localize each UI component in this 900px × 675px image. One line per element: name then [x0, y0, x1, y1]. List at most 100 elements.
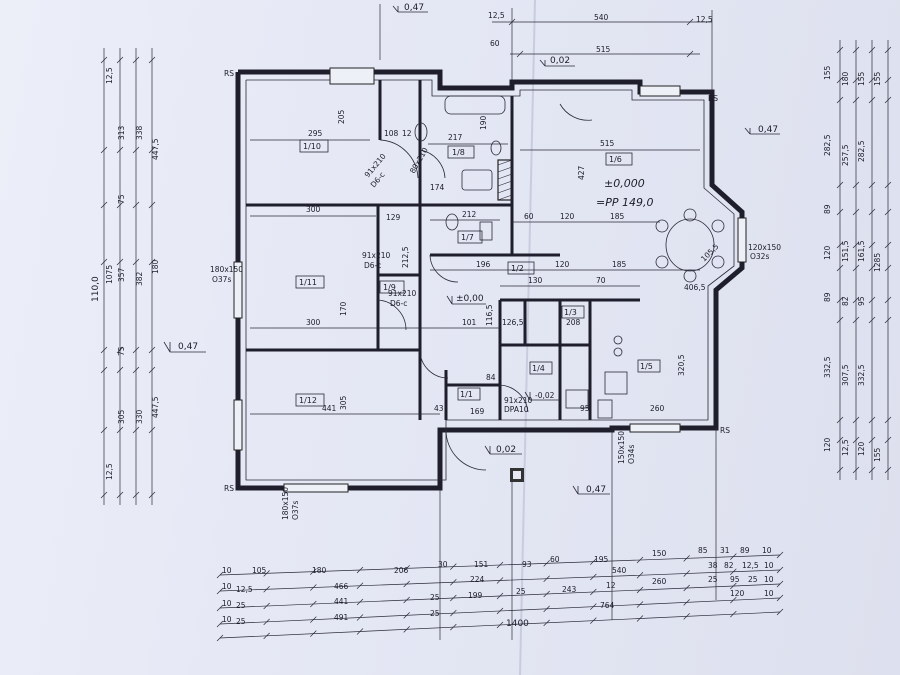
dim-text: 427 — [577, 165, 586, 180]
opening-codes: 91x210 D6-c 80x210 91x210 D6-c 91x210 D6… — [210, 146, 781, 520]
dimension-line — [403, 612, 410, 619]
room-label-1-4: 1/4 — [532, 364, 545, 373]
dimension-line — [496, 561, 504, 569]
dim-right: 95 — [857, 296, 866, 306]
dimension-line — [636, 601, 644, 608]
dim-left: 338 — [135, 125, 144, 140]
dim-left: 447,5 — [151, 396, 160, 418]
dim-right: 89 — [823, 292, 832, 302]
window-code: 180x150 — [210, 265, 243, 274]
dim-right: 180 — [841, 71, 850, 86]
dimension-lines — [100, 4, 892, 642]
room-label-1-2: 1/2 — [511, 264, 524, 273]
dim-b1: 89 — [740, 546, 750, 555]
dimension-line — [263, 602, 270, 610]
dimension-line — [730, 596, 737, 604]
dimension-line — [884, 46, 892, 54]
dimension-line — [836, 296, 844, 304]
dim-text: 300 — [306, 205, 321, 214]
dimension-line — [730, 582, 737, 590]
dimension-line — [116, 366, 124, 374]
dimension-line — [148, 258, 156, 266]
window-type: O34s — [627, 445, 636, 464]
dimension-line — [730, 610, 737, 618]
dimension-line — [683, 584, 690, 592]
dimension-line — [884, 436, 892, 444]
dim-b2: 12,5 — [236, 585, 253, 594]
dimension-line — [590, 573, 597, 581]
dimension-line — [852, 264, 860, 272]
dim-right: 155 — [823, 65, 832, 80]
level-bottom-right: 0,47 — [586, 485, 606, 495]
dimension-line — [310, 630, 317, 637]
dim-b1: 206 — [394, 566, 409, 575]
dimension-line — [450, 563, 457, 570]
dim-text: 260 — [650, 404, 665, 413]
dim-b1: 31 — [720, 546, 730, 555]
dim-b2: 224 — [470, 575, 485, 584]
dimension-line — [683, 613, 690, 620]
dimension-line — [310, 584, 317, 591]
dim-text: 101 — [462, 318, 477, 327]
dim-text: 441 — [322, 404, 337, 413]
door-swings — [377, 103, 593, 471]
dimension-line — [356, 598, 364, 606]
level-left: 0,47 — [178, 342, 198, 352]
dimension-line — [216, 634, 224, 642]
dimension-line — [263, 618, 270, 626]
dimension-line — [100, 201, 108, 209]
dimension-line — [776, 594, 784, 602]
dimension-line — [852, 416, 860, 424]
dim-text: 185 — [610, 212, 625, 221]
dimension-line — [884, 466, 892, 474]
dimension-line — [852, 76, 860, 84]
dim-b4: 25 — [236, 617, 246, 626]
dimension-line — [543, 605, 550, 613]
dimension-line — [868, 46, 876, 54]
dim-text: 60 — [524, 212, 534, 221]
dim-b2: 10 — [222, 582, 232, 591]
dimension-line — [884, 316, 892, 324]
dimension-line — [496, 621, 504, 629]
dim-left: 382 — [135, 271, 144, 286]
dim-right: 282,5 — [857, 140, 866, 162]
room-labels: 1/10 1/11 1/12 1/8 1/7 1/9 1/6 1/2 1/3 1… — [295, 139, 661, 407]
left-dimension-chains: 110,0 313 75 357 75 305 338 382 330 447,… — [91, 67, 160, 480]
dim-b3: 25 — [708, 575, 718, 584]
dim-text: 70 — [596, 276, 606, 285]
dim-right: 257,5 — [841, 144, 850, 166]
dim-right: 12,5 — [841, 439, 850, 456]
dimension-line — [590, 603, 597, 610]
dim-text: 185 — [612, 260, 627, 269]
rs-marker-top-right: RS — [708, 94, 718, 103]
dim-text: 129 — [386, 213, 401, 222]
dimension-line — [496, 592, 504, 600]
dim-b1: 195 — [594, 555, 609, 564]
dim-right: 332,5 — [857, 364, 866, 386]
dimension-line — [852, 96, 860, 104]
dimension-line — [776, 580, 784, 588]
inner-dimensions: 295 205 108 12 217 190 515 427 300 129 2… — [250, 109, 721, 416]
dimension-line — [884, 264, 892, 272]
dim-right: 82 — [841, 296, 850, 306]
dimension-line — [148, 201, 156, 209]
dimension-line — [148, 56, 156, 64]
dimension-line — [356, 614, 364, 621]
dimension-line — [263, 632, 270, 640]
dim-b4: 10 — [222, 615, 232, 624]
dimension-line — [403, 565, 410, 572]
dining-table — [655, 208, 725, 283]
dim-b1: 151 — [474, 560, 489, 569]
dim-right: 155 — [857, 71, 866, 86]
dimension-line — [148, 491, 156, 499]
dimension-line — [116, 491, 124, 499]
dim-text: 196 — [476, 260, 491, 269]
dimension-line — [132, 491, 140, 499]
dimension-line — [776, 566, 784, 574]
dimension-line — [884, 181, 892, 189]
dimension-line — [686, 18, 694, 26]
dimension-line — [884, 76, 892, 84]
dimension-line — [852, 181, 860, 189]
dim-b3: 25 — [430, 593, 440, 602]
